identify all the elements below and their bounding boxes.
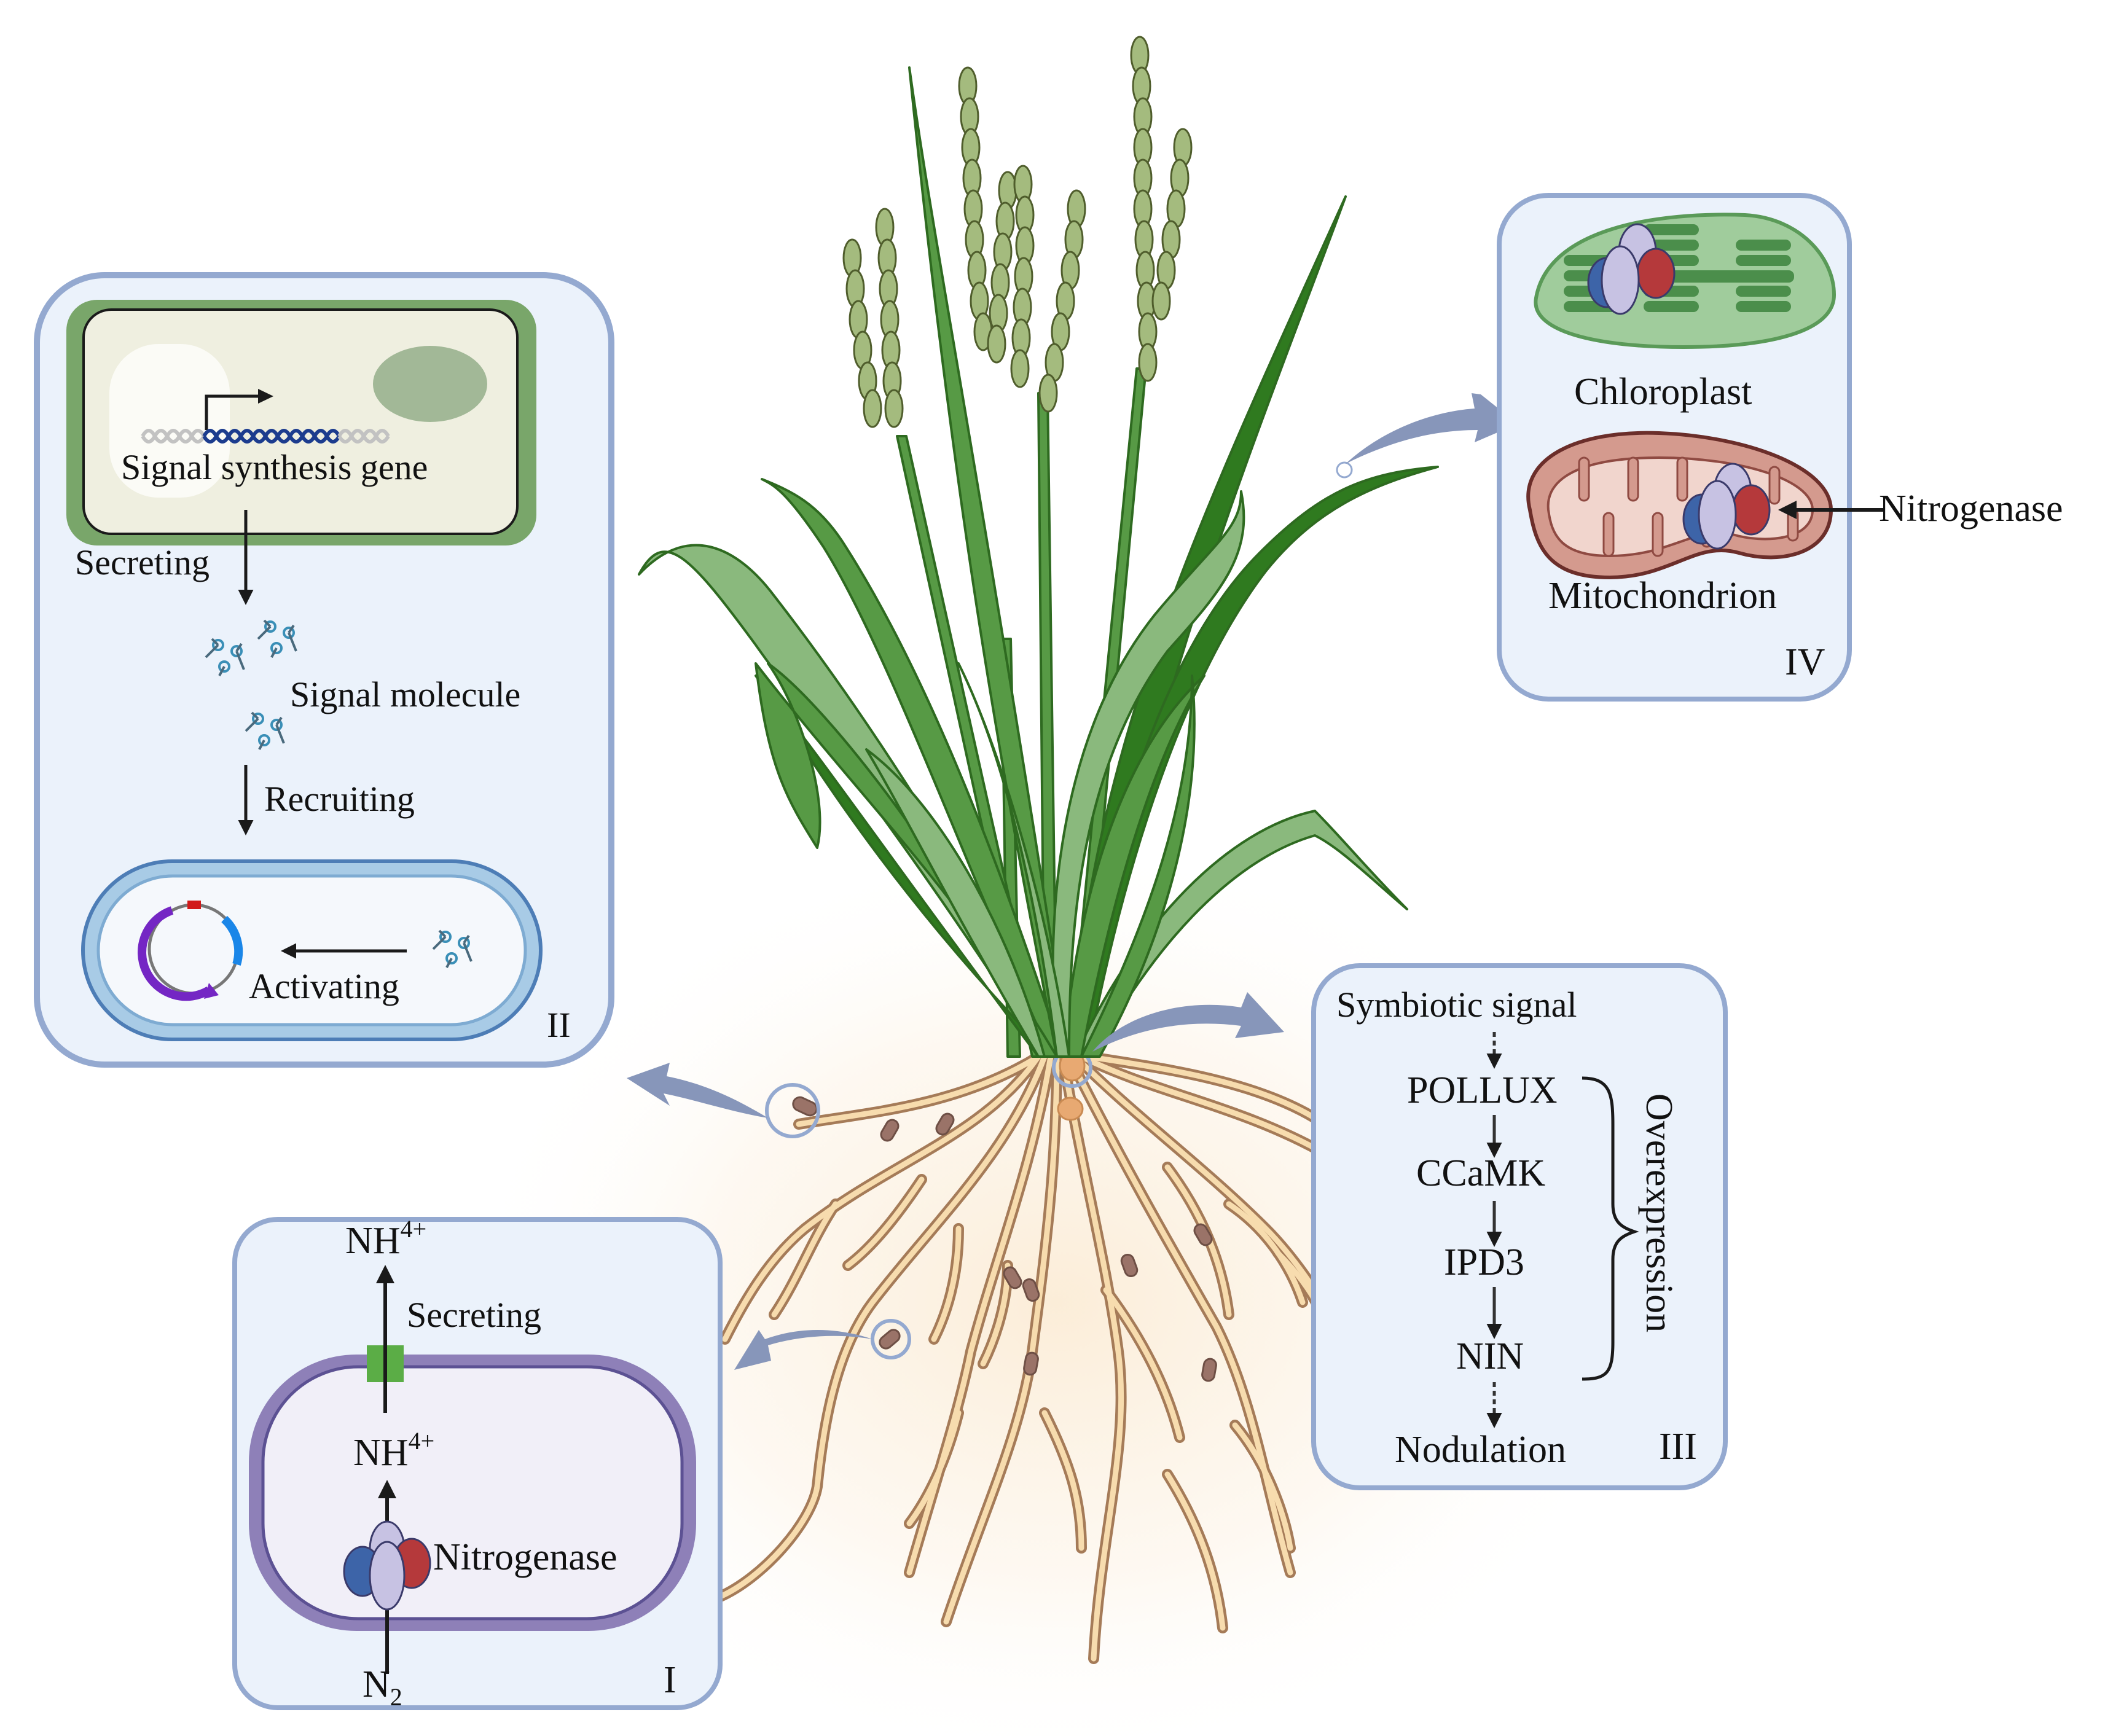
activating-label: Activating (249, 966, 399, 1006)
plant-shoot (638, 66, 1439, 1058)
panel-II: Signal synthesis gene Secreting Signal m… (34, 272, 614, 1068)
n2-sub: 2 (390, 1683, 402, 1711)
panel-IV: Chloroplast Nitrogenase Mitochondrion IV (1497, 193, 2063, 702)
promoter-arrowhead (258, 389, 273, 404)
bacterium-icon (935, 1112, 955, 1136)
callout-arrow-to-panel-I (734, 1330, 872, 1370)
nh4-outer-base: NH (345, 1220, 401, 1262)
vacuole (109, 344, 230, 498)
secreting-label-I: Secreting (407, 1295, 541, 1335)
leaf (1062, 674, 1205, 1058)
callout-arrow-to-panel-III (1092, 992, 1284, 1052)
zoom-circle-panel-IV (1336, 461, 1353, 479)
leaf (1051, 490, 1245, 1058)
nitrogenase-icon (343, 1520, 431, 1611)
nitrogenase-label-I: Nitrogenase (433, 1536, 617, 1578)
nitrogenase-icon (1682, 463, 1771, 550)
bacterium-icon (1193, 1223, 1213, 1246)
n2-label: N2 (363, 1664, 402, 1711)
step-ccamk: CCaMK (1416, 1152, 1545, 1194)
bacterium-icon (1120, 1253, 1139, 1278)
panel-IV-roman: IV (1785, 641, 1825, 683)
step-ipd3: IPD3 (1444, 1241, 1524, 1283)
step-nin: NIN (1456, 1335, 1524, 1377)
signal-molecule-icon (205, 619, 297, 750)
bacterium-icon (1022, 1278, 1040, 1302)
callout-arrows (627, 393, 1518, 1370)
leaf (957, 662, 1070, 1058)
step-nodulation: Nodulation (1395, 1429, 1566, 1471)
nitrogenase-icon (1587, 223, 1676, 315)
bacterium-icon (1003, 1266, 1022, 1289)
callout-arrow-to-panel-IV (1346, 393, 1518, 464)
panel-III-roman: III (1659, 1426, 1697, 1468)
recruiting-label: Recruiting (264, 779, 415, 819)
bacterium-icon (792, 1096, 818, 1117)
signal-molecule-label: Signal molecule (290, 674, 520, 714)
bacterium-icon (880, 1119, 900, 1142)
nodule-icon (1057, 1097, 1084, 1121)
leaf (761, 478, 1064, 1058)
panel-II-roman: II (547, 1005, 571, 1045)
panel-III: Symbiotic signal POLLUX CCaMK IPD3 NIN N… (1311, 963, 1728, 1490)
nh4-outer-sup: 4+ (401, 1215, 427, 1243)
nh4-inner-label: NH4+ (353, 1427, 434, 1474)
panicle (958, 66, 1086, 413)
leaf (865, 748, 1046, 1058)
nitrogenase-label-IV: Nitrogenase (1879, 488, 2063, 530)
leaf (1074, 810, 1408, 1058)
leaf (1080, 674, 1196, 1058)
chloroplast-label: Chloroplast (1574, 371, 1752, 413)
nh4-inner-sup: 4+ (409, 1427, 435, 1455)
panicle (842, 208, 904, 428)
promoter-arrow-icon (205, 394, 258, 430)
bacterium-icon (879, 1329, 901, 1350)
overexpression-brace (1582, 1076, 1639, 1381)
panel-III-frame (1311, 963, 1728, 1490)
bacterium-icon (1201, 1358, 1217, 1382)
bacterium-icon (1023, 1351, 1039, 1376)
root-bacteria (792, 1096, 1217, 1382)
bacterial-cell-inner (261, 1365, 684, 1621)
chloroplast-blob (373, 346, 487, 422)
callout-arrow-to-panel-II (627, 1063, 768, 1118)
panicles (842, 36, 1193, 428)
panel-I: NH4+ Secreting NH4+ Nitrogenase N2 I (232, 1215, 723, 1711)
overexpression-label: Overexpression (1638, 1093, 1680, 1332)
gene-label: Signal synthesis gene (121, 447, 428, 487)
step-symbiotic-signal: Symbiotic signal (1336, 985, 1577, 1025)
n2-base: N (363, 1664, 390, 1705)
plasmid-icon (138, 901, 243, 1001)
signal-molecule-icon (432, 929, 472, 968)
mitochondrion-label: Mitochondrion (1548, 575, 1777, 617)
dna-helix-icon (141, 429, 390, 444)
cristae-folds (1578, 456, 1799, 557)
zoom-circle-panel-II (765, 1083, 820, 1138)
secreting-label: Secreting (75, 542, 210, 582)
step-pollux: POLLUX (1407, 1069, 1558, 1111)
root-nodules (1057, 1050, 1086, 1121)
panel-I-roman: I (664, 1659, 676, 1701)
nh4-outer-label: NH4+ (345, 1215, 426, 1262)
panicle (1130, 36, 1193, 382)
root-system (713, 1051, 1406, 1664)
nh4-inner-base: NH (353, 1432, 409, 1474)
